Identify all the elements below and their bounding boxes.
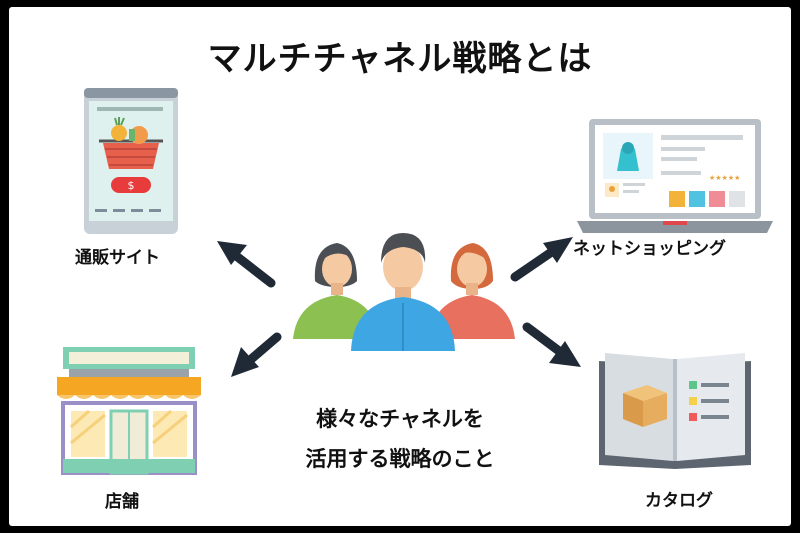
laptop-store-icon: ★★★★★ xyxy=(577,119,773,233)
arrow-to-online-shopping-icon xyxy=(510,237,573,282)
center-caption: 様々なチャネルを 活用する戦略のこと xyxy=(269,399,531,479)
smartphone-shop-icon: $ xyxy=(84,88,178,234)
channel-label-store: 店舗 xyxy=(105,492,139,512)
center-caption-line-1: 様々なチャネルを xyxy=(316,407,484,431)
channel-label-catalog: カタログ xyxy=(645,491,713,511)
channel-label-ec-site: 通販サイト xyxy=(75,248,160,268)
price-button-shape xyxy=(111,177,151,193)
diagram-canvas: マルチチャネル戦略とは $ 通販サイト ★★★★★ xyxy=(9,7,791,526)
svg-text:★★★★★: ★★★★★ xyxy=(709,174,740,182)
channel-label-online-shopping: ネットショッピング xyxy=(573,239,726,259)
customer-group-icon xyxy=(293,233,515,351)
arrow-to-ec-site-icon xyxy=(217,241,276,288)
person-center-man-icon xyxy=(351,233,455,351)
person-right-woman-icon xyxy=(429,243,515,339)
arrow-to-catalog-icon xyxy=(522,322,581,367)
arrow-to-store-icon xyxy=(231,332,282,377)
catalog-book-icon xyxy=(599,353,751,469)
dollar-icon: $ xyxy=(128,179,135,192)
center-caption-line-2: 活用する戦略のこと xyxy=(305,447,495,471)
storefront-icon xyxy=(57,347,201,475)
diagram-title: マルチチャネル戦略とは xyxy=(207,39,593,79)
